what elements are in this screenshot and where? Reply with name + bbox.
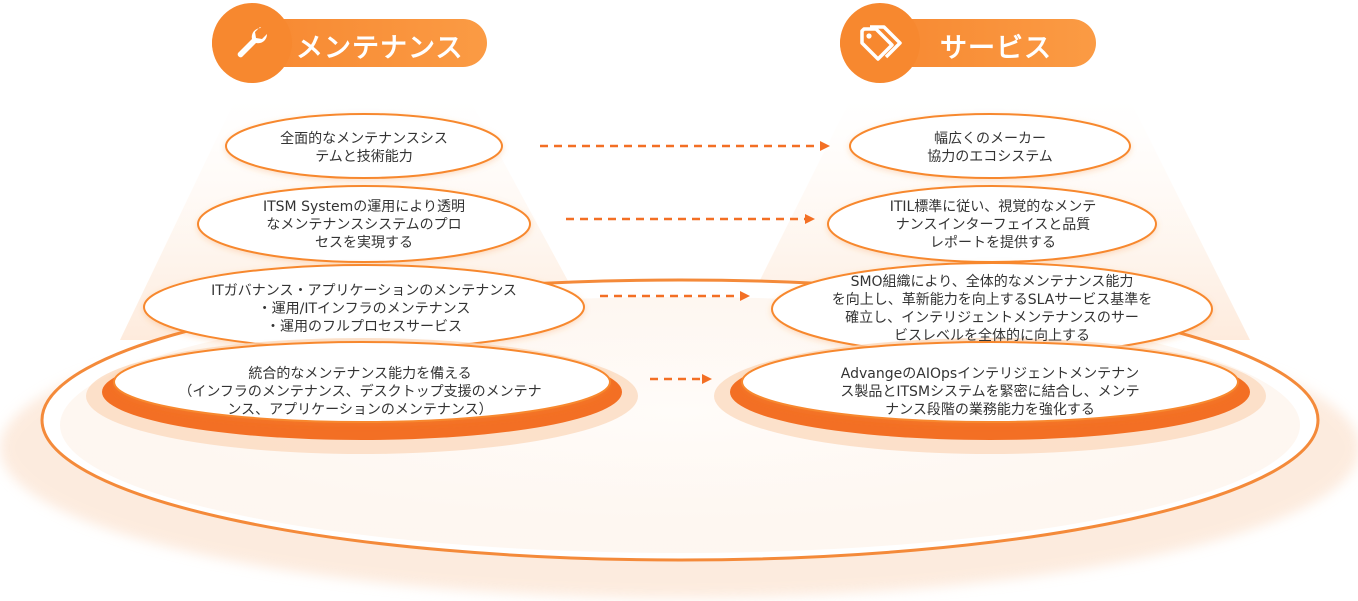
maintenance-item-4: 統合的なメンテナンス能力を備える （インフラのメンテナンス、デスクトップ支援のメ… (178, 366, 542, 418)
connector-arrowhead-1 (820, 141, 830, 151)
service-title: サービス (940, 33, 1052, 64)
connector-arrowhead-3 (740, 291, 750, 301)
service-icon-circle (840, 3, 920, 83)
maintenance-pill-2 (197, 185, 531, 263)
maintenance-title: メンテナンス (296, 33, 464, 64)
service-item-2: ITIL標準に従い、視覚的なメンテ ナンスインターフェイスと品質 レポートを提供… (889, 199, 1097, 251)
service-item-1: 幅広くのメーカー 協力のエコシステム (927, 131, 1053, 165)
connector-arrowhead-2 (805, 214, 815, 224)
connector-arrowhead-4 (702, 374, 712, 384)
service-pill-1 (849, 113, 1131, 179)
maintenance-item-1: 全面的なメンテナンスシス テムと技術能力 (280, 131, 448, 165)
tag-icon (860, 25, 902, 61)
maintenance-header: メンテナンス (212, 3, 487, 83)
wrench-icon (237, 27, 268, 58)
maintenance-pill-1 (225, 113, 503, 179)
service-header: サービス (840, 3, 1096, 83)
maintenance-item-2: ITSM Systemの運用により透明 なメンテナンスシステムのプロ セスを実現… (262, 199, 466, 251)
service-pill-4 (741, 341, 1239, 423)
maintenance-item-3: ITガバナンス・アプリケーションのメンテナンス ・運用/ITインフラのメンテナン… (211, 283, 517, 335)
service-item-4: AdvangeのAIOpsインテリジェントメンテナン ス製品とITSMシステムを… (840, 366, 1140, 418)
maintenance-pill-4 (113, 341, 611, 423)
maintenance-icon-circle (212, 3, 292, 83)
service-item-3: SMO組織により、全体的なメンテナンス能力 を向上し、革新能力を向上するSLAサ… (831, 274, 1153, 344)
